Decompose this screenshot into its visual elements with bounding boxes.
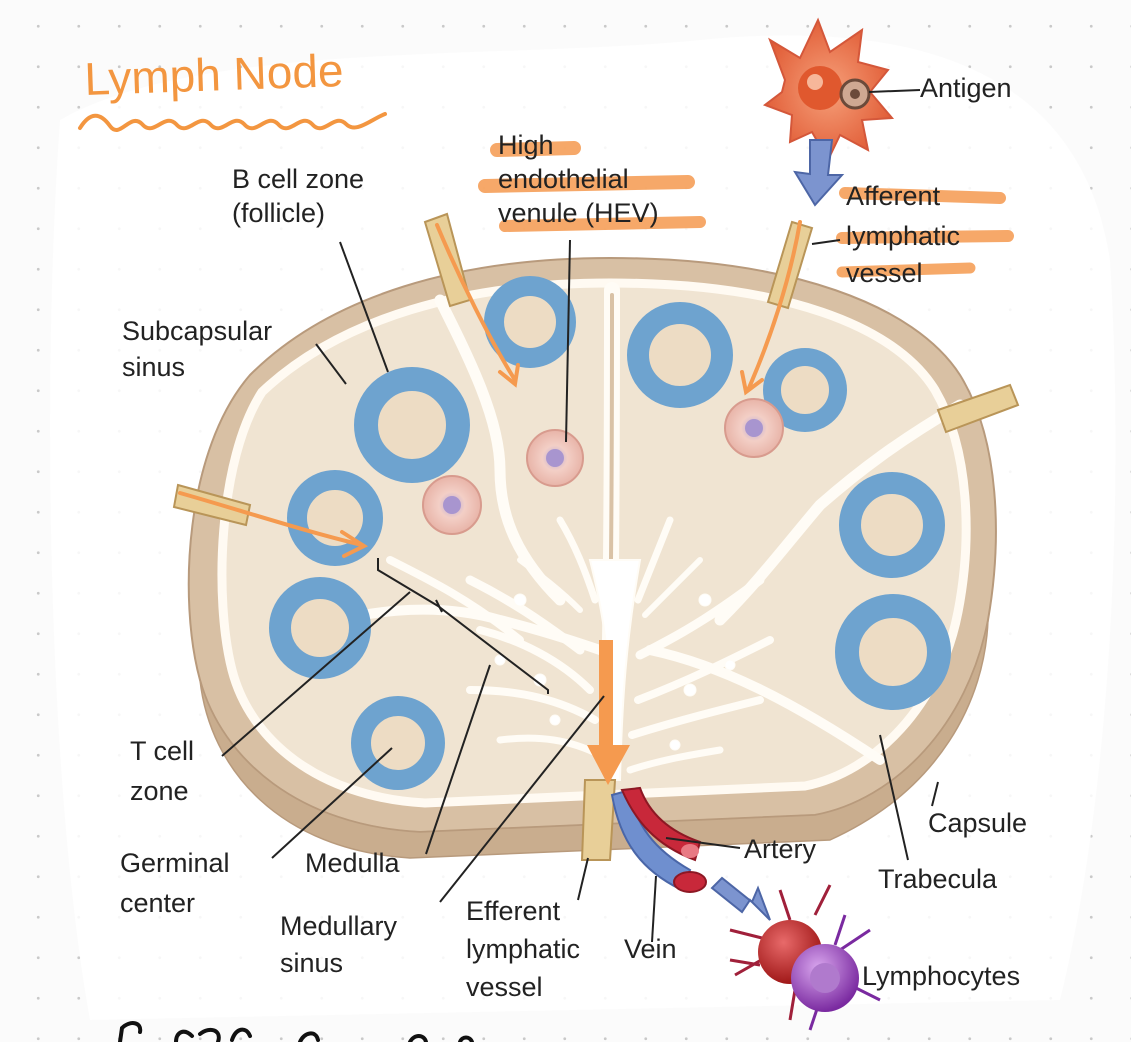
label-trabecula: Trabecula bbox=[878, 864, 998, 894]
orange-annotation-arrows bbox=[178, 220, 802, 558]
label-efferent-line: Efferent bbox=[466, 896, 561, 926]
label-b-cell-zone-line: B cell zone bbox=[232, 164, 364, 194]
label-t-cell-line: T cell bbox=[130, 736, 194, 766]
label-medullary-sinus: Medullary sinus bbox=[280, 911, 405, 978]
label-afferent-line: vessel bbox=[846, 258, 923, 288]
title-squiggle bbox=[78, 112, 387, 132]
label-capsule: Capsule bbox=[928, 808, 1027, 838]
label-t-cell-line: zone bbox=[130, 776, 189, 806]
lymphocyte-arrow-icon bbox=[710, 876, 771, 921]
label-afferent-line: lymphatic bbox=[846, 221, 960, 251]
follicles bbox=[269, 276, 951, 790]
down-arrow-icon bbox=[793, 139, 845, 207]
label-efferent: Efferent lymphatic vessel bbox=[466, 896, 588, 1002]
label-subcapsular-sinus: Subcapsular sinus bbox=[122, 316, 280, 382]
medullary-sinuses bbox=[465, 516, 774, 781]
follicle bbox=[269, 577, 371, 679]
follicle bbox=[351, 696, 445, 790]
label-hev-line: endothelial bbox=[498, 164, 629, 194]
label-b-cell-zone: B cell zone (follicle) bbox=[232, 164, 372, 228]
label-vein: Vein bbox=[624, 934, 677, 964]
label-t-cell-zone: T cell zone bbox=[130, 736, 202, 806]
follicle bbox=[627, 302, 733, 408]
label-lymphocytes: Lymphocytes bbox=[862, 961, 1020, 991]
label-medulla: Medulla bbox=[305, 848, 401, 878]
follicle bbox=[287, 470, 383, 566]
efferent-vessel bbox=[580, 779, 617, 861]
label-b-cell-zone-line: (follicle) bbox=[232, 198, 325, 228]
highlighter-marks bbox=[478, 141, 1014, 278]
handwritten-title: Lymph Node bbox=[84, 44, 345, 105]
label-germinal-line: center bbox=[120, 888, 195, 918]
label-hev-line: venule (HEV) bbox=[498, 198, 659, 228]
label-subcapsular-line: sinus bbox=[122, 352, 185, 382]
label-hev: High endothelial venule (HEV) bbox=[498, 130, 659, 228]
antigen-presenting-cell bbox=[762, 17, 921, 163]
follicle bbox=[835, 594, 951, 710]
labels: Antigen High endothelial venule (HEV) B … bbox=[120, 73, 1027, 1002]
label-antigen: Antigen bbox=[920, 73, 1012, 103]
follicle bbox=[354, 367, 470, 483]
label-efferent-line: vessel bbox=[466, 972, 543, 1002]
label-efferent-line: lymphatic bbox=[466, 934, 580, 964]
handwriting-fragment bbox=[118, 1021, 474, 1042]
leader-lines bbox=[221, 239, 939, 943]
blood-vessels bbox=[610, 786, 707, 893]
efferent-flow-arrow-icon bbox=[587, 640, 630, 785]
label-germinal-center: Germinal center bbox=[120, 848, 237, 918]
label-germinal-line: Germinal bbox=[120, 848, 230, 878]
follicle bbox=[484, 276, 576, 368]
label-subcapsular-line: Subcapsular bbox=[122, 316, 272, 346]
lymphocytes-cells bbox=[729, 884, 881, 1031]
follicle bbox=[763, 348, 847, 432]
label-medullary-line: sinus bbox=[280, 948, 343, 978]
label-afferent: Afferent lymphatic vessel bbox=[846, 181, 968, 288]
label-hev-line: High bbox=[498, 130, 554, 160]
label-medullary-line: Medullary bbox=[280, 911, 398, 941]
lymph-node-body bbox=[172, 212, 1020, 893]
label-artery: Artery bbox=[744, 834, 817, 864]
hev-vessels bbox=[422, 398, 784, 535]
follicle bbox=[839, 472, 945, 578]
afferent-vessel-right bbox=[936, 383, 1020, 434]
label-afferent-line: Afferent bbox=[846, 181, 941, 211]
